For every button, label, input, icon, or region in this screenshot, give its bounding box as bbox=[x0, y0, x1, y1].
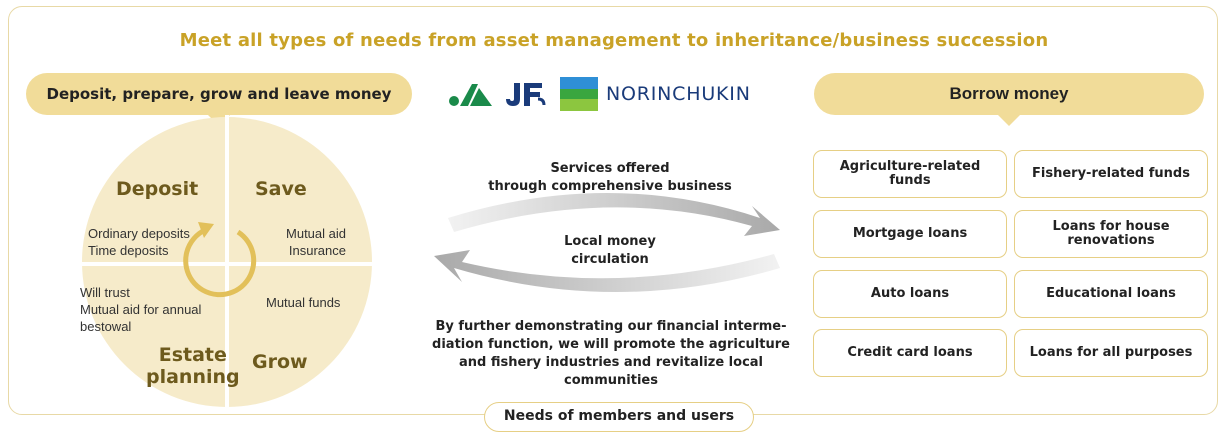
deposit-header-pill: Deposit, prepare, grow and leave money bbox=[26, 73, 412, 115]
deposit-item: Time deposits bbox=[88, 243, 169, 258]
statement-line: diation function, we will promote the ag… bbox=[432, 337, 790, 352]
cycle-arrow-icon bbox=[183, 227, 257, 298]
loan-mortgage[interactable]: Mortgage loans bbox=[813, 210, 1007, 258]
norinchukin-wordmark: NORINCHUKIN bbox=[606, 83, 751, 105]
statement-line: By further demonstrating our financial i… bbox=[435, 319, 787, 334]
circulation-line: Local money bbox=[564, 234, 656, 249]
needs-label: Needs of members and users bbox=[503, 408, 735, 424]
quadrant-save-title: Save bbox=[255, 178, 307, 200]
diagram-graphics bbox=[82, 117, 780, 407]
loan-house-renovations[interactable]: Loans for house renovations bbox=[1014, 210, 1208, 258]
loan-fishery-funds[interactable]: Fishery-related funds bbox=[1014, 150, 1208, 198]
needs-tab: Needs of members and users bbox=[484, 402, 754, 432]
estate-item: bestowal bbox=[80, 319, 132, 334]
save-item: Insurance bbox=[288, 243, 346, 258]
quadrant-estate-title: Estate planning bbox=[146, 344, 240, 388]
logo-row: NORINCHUKIN bbox=[448, 74, 751, 114]
services-line: through comprehensive business bbox=[488, 179, 732, 194]
circulation-line: circulation bbox=[571, 252, 649, 267]
services-caption: Services offered through comprehensive b… bbox=[450, 160, 770, 196]
loan-auto[interactable]: Auto loans bbox=[813, 270, 1007, 318]
page-title: Meet all types of needs from asset manag… bbox=[179, 30, 1049, 51]
quadrant-deposit-items: Ordinary deposits Time deposits bbox=[88, 225, 190, 259]
services-line: Services offered bbox=[550, 161, 670, 176]
loan-agriculture-funds[interactable]: Agriculture-related funds bbox=[813, 150, 1007, 198]
borrow-header-label: Borrow money bbox=[949, 84, 1069, 103]
quadrant-save-items: Mutual aid Insurance bbox=[262, 225, 346, 259]
circulation-arrow-right-icon bbox=[448, 193, 780, 236]
deposit-header-label: Deposit, prepare, grow and leave money bbox=[46, 85, 392, 103]
borrow-header-pill: Borrow money bbox=[814, 73, 1204, 115]
deposit-item: Ordinary deposits bbox=[88, 226, 190, 241]
quadrant-grow-title: Grow bbox=[252, 351, 308, 373]
loan-credit-card[interactable]: Credit card loans bbox=[813, 329, 1007, 377]
quadrant-grow-items: Mutual funds bbox=[266, 294, 340, 311]
statement-text: By further demonstrating our financial i… bbox=[416, 318, 806, 390]
quadrant-deposit-title: Deposit bbox=[116, 178, 199, 200]
estate-item: Will trust bbox=[80, 285, 130, 300]
estate-item: Mutual aid for annual bbox=[80, 302, 202, 317]
estate-title-line: planning bbox=[146, 366, 240, 388]
circulation-arrow-left-icon bbox=[434, 250, 780, 292]
estate-title-line: Estate bbox=[158, 344, 227, 366]
quadrant-estate-items: Will trust Mutual aid for annual bestowa… bbox=[80, 284, 201, 335]
statement-line: and fishery industries and revitalize lo… bbox=[458, 355, 764, 370]
norinchukin-logo-icon bbox=[560, 77, 598, 111]
circulation-caption: Local money circulation bbox=[510, 233, 710, 269]
save-item: Mutual aid bbox=[286, 226, 346, 241]
statement-line: communities bbox=[564, 373, 658, 388]
ja-logo-icon bbox=[449, 84, 492, 106]
borrow-header-notch bbox=[997, 114, 1021, 126]
jf-logo-icon bbox=[506, 83, 546, 106]
cycle-arrowhead-icon bbox=[198, 222, 214, 238]
loan-educational[interactable]: Educational loans bbox=[1014, 270, 1208, 318]
grow-item: Mutual funds bbox=[266, 295, 341, 310]
loan-all-purposes[interactable]: Loans for all purposes bbox=[1014, 329, 1208, 377]
